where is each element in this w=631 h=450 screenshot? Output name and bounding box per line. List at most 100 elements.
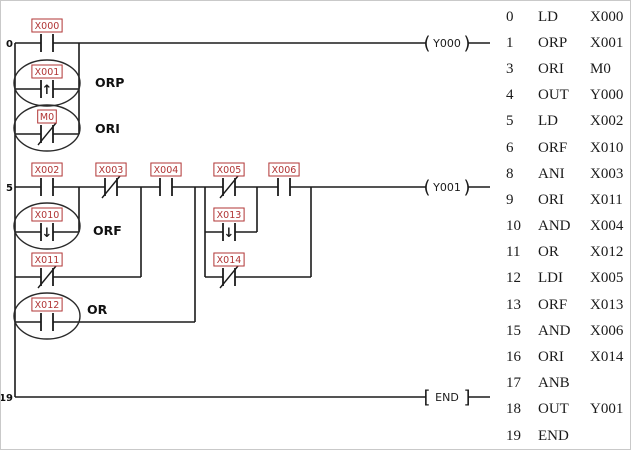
instruction-mnemonic: ORI (538, 349, 564, 366)
instruction-operand: X000 (590, 8, 624, 25)
instruction-step: 5 (506, 113, 514, 130)
instruction-operand: X003 (590, 165, 624, 182)
instruction-operand: X014 (590, 349, 624, 366)
instruction-row: 11 OR X012 (506, 240, 630, 266)
instruction-operand: X004 (590, 218, 624, 235)
instruction-step: 3 (506, 60, 514, 77)
instruction-operand: X010 (590, 139, 624, 156)
falling-edge-arrow-icon: ↓ (224, 226, 235, 241)
emphasis-ellipse (13, 59, 81, 107)
falling-edge-arrow-icon: ↓ (42, 226, 53, 241)
device-label-box (31, 162, 63, 177)
instruction-step: 19 (506, 427, 521, 444)
instruction-operand: X011 (590, 191, 623, 208)
device-label-box (95, 162, 127, 177)
coil-label: END (435, 391, 459, 404)
nc-slash (37, 122, 57, 146)
instruction-mnemonic: AND (538, 218, 571, 235)
rising-edge-arrow-icon: ↑ (42, 83, 53, 98)
instruction-step: 17 (506, 375, 521, 392)
instruction-step: 0 (506, 8, 514, 25)
device-label: X013 (217, 210, 242, 221)
device-label-box (37, 109, 57, 124)
device-label: X004 (154, 165, 179, 176)
device-label: M0 (40, 112, 54, 123)
device-label-box (31, 252, 63, 267)
rung-step-number: 5 (6, 183, 13, 194)
emphasis-ellipse (13, 202, 81, 250)
rung-step-number: 19 (1, 393, 13, 404)
instruction-step: 18 (506, 401, 521, 418)
device-label: X011 (35, 255, 60, 266)
device-label-box (31, 297, 63, 312)
coil-right-glyph: ) (463, 177, 470, 198)
instruction-mnemonic: LD (538, 8, 558, 25)
instruction-row: 0 LD X000 (506, 4, 630, 30)
instruction-mnemonic: LDI (538, 270, 563, 287)
coil-right-glyph: ] (463, 387, 470, 408)
instruction-mnemonic: END (538, 427, 569, 444)
device-label-box (31, 207, 63, 222)
coil-right-glyph: ) (463, 33, 470, 54)
instruction-row: 16 ORI X014 (506, 344, 630, 370)
instruction-mnemonic: AND (538, 322, 571, 339)
instruction-operand: M0 (590, 60, 611, 77)
instruction-step: 15 (506, 322, 521, 339)
coil-label: Y001 (432, 181, 461, 194)
instruction-step: 1 (506, 34, 514, 51)
instruction-step: 6 (506, 139, 514, 156)
device-label-box (268, 162, 300, 177)
instruction-mnemonic: OR (538, 244, 559, 261)
device-label-box (213, 252, 245, 267)
device-label-box (150, 162, 182, 177)
instruction-step: 10 (506, 218, 521, 235)
coil-left-glyph: [ (423, 387, 430, 408)
instruction-annotation: ORF (93, 223, 122, 238)
instruction-step: 16 (506, 349, 521, 366)
instruction-mnemonic: ORI (538, 60, 564, 77)
instruction-mnemonic: ORF (538, 139, 568, 156)
instruction-step: 11 (506, 244, 521, 261)
instruction-row: 15 AND X006 (506, 318, 630, 344)
instruction-operand: Y000 (590, 87, 624, 104)
device-label: X003 (99, 165, 124, 176)
instruction-annotation: ORI (95, 121, 120, 136)
device-label: X006 (272, 165, 297, 176)
device-label: X010 (35, 210, 60, 221)
instruction-mnemonic: OUT (538, 401, 569, 418)
device-label: X012 (35, 300, 60, 311)
instruction-operand: X012 (590, 244, 624, 261)
instruction-mnemonic: ORF (538, 296, 568, 313)
device-label: X005 (217, 165, 242, 176)
instruction-row: 19 END (506, 423, 630, 449)
instruction-mnemonic: LD (538, 113, 558, 130)
coil-label: Y000 (432, 37, 461, 50)
coil-left-glyph: ( (423, 177, 430, 198)
coil-left-glyph: ( (423, 33, 430, 54)
nc-slash (219, 265, 239, 289)
nc-slash (219, 175, 239, 199)
instruction-operand: X005 (590, 270, 624, 287)
instruction-operand: X001 (590, 34, 624, 51)
instruction-annotation: ORP (95, 75, 124, 90)
device-label-box (31, 64, 63, 79)
instruction-operand: X006 (590, 322, 624, 339)
nc-slash (101, 175, 121, 199)
device-label: X002 (35, 165, 60, 176)
rung-step-number: 0 (6, 39, 13, 50)
instruction-step: 13 (506, 296, 521, 313)
device-label: X000 (35, 21, 60, 32)
instruction-mnemonic: ORI (538, 191, 564, 208)
instruction-annotation: OR (87, 302, 108, 317)
instruction-mnemonic: ORP (538, 34, 568, 51)
instruction-step: 8 (506, 165, 514, 182)
emphasis-ellipse (13, 292, 81, 340)
